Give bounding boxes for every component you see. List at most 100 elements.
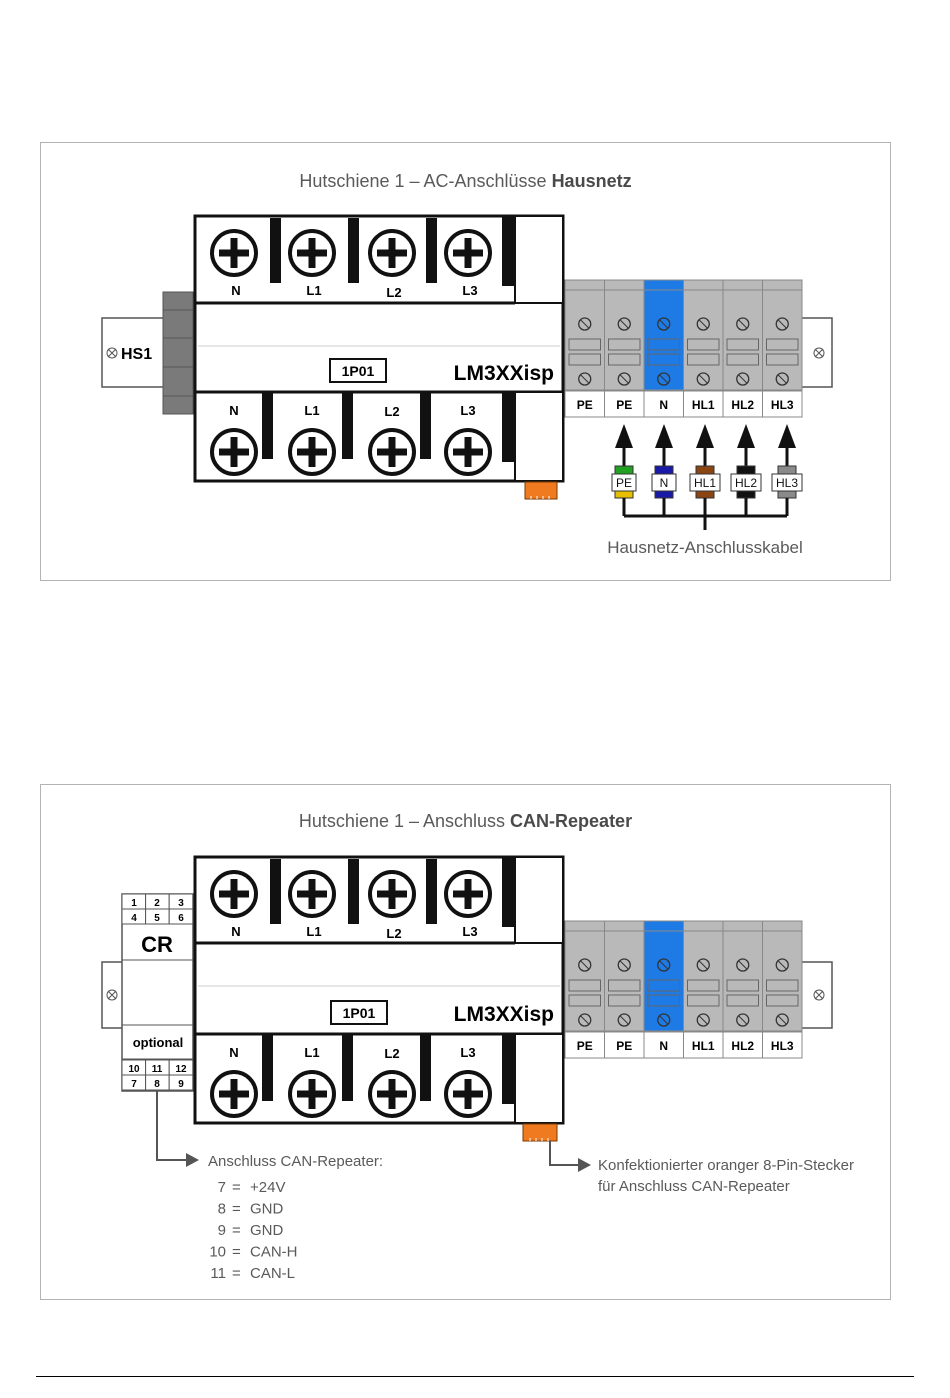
terminal-screw-icon	[210, 229, 258, 277]
din-rail-left: HS1	[101, 317, 165, 388]
top-terminal-row: N L1 L2 L3	[210, 218, 492, 300]
din-rail-right	[798, 961, 833, 1029]
terminal-label-top: L3	[462, 283, 477, 298]
cable-wire: N	[651, 424, 677, 516]
can-pin-row: 10=CAN-H	[209, 1244, 297, 1261]
terminal-label-top: L1	[306, 283, 321, 298]
plug-note-line2: für Anschluss CAN-Repeater	[598, 1178, 790, 1195]
terminal-block-label: N	[659, 398, 668, 412]
panel-title: Hutschiene 1 – Anschluss CAN-Repeater	[298, 811, 633, 831]
cr-pin: 3	[178, 898, 184, 909]
terminal-block-cell: PE	[564, 279, 605, 418]
terminal-label-top: L3	[462, 924, 477, 939]
terminal-block-label: PE	[616, 398, 632, 412]
terminal-block-cell: N	[643, 920, 684, 1059]
cr-optional: optional	[133, 1035, 184, 1050]
svg-text:7: 7	[218, 1179, 226, 1196]
cable-wire-label: PE	[616, 476, 632, 490]
terminal-block-label: HL2	[731, 1039, 754, 1053]
terminal-block-cell: N	[643, 279, 684, 418]
svg-text:=: =	[232, 1179, 241, 1196]
cr-pin: 11	[152, 1064, 163, 1075]
can-pin-row: 7 = +24V	[218, 1179, 286, 1196]
terminal-label-bottom: L3	[460, 1045, 475, 1060]
terminal-label-bottom: L1	[304, 403, 319, 418]
terminal-screw-icon	[368, 428, 416, 476]
orange-plug	[522, 1123, 558, 1142]
terminal-screw-icon	[210, 870, 258, 918]
terminal-block-cell: PE	[604, 920, 645, 1059]
terminal-block-cell: HL1	[683, 279, 724, 418]
terminal-label-bottom: L3	[460, 403, 475, 418]
terminal-block-label: PE	[577, 398, 593, 412]
terminal-block-label: HL1	[692, 1039, 715, 1053]
cable-wire-label: HL1	[694, 476, 716, 490]
terminal-label-bottom: L2	[384, 1046, 399, 1061]
cr-pin: 5	[154, 913, 160, 924]
terminal-screw-icon	[368, 870, 416, 918]
cr-pin: 2	[154, 898, 160, 909]
terminal-screw-icon	[210, 428, 258, 476]
terminal-block: PE PE N HL1 HL2 HL3	[564, 920, 803, 1059]
cr-pin: 12	[175, 1064, 187, 1075]
cr-pin: 1	[131, 898, 137, 909]
terminal-block-cell: HL3	[762, 920, 803, 1059]
module-code: 1P01	[343, 1005, 376, 1021]
svg-text:11: 11	[210, 1265, 226, 1282]
terminal-screw-icon	[288, 1070, 336, 1118]
terminal-label-top: N	[231, 283, 240, 298]
cr-pin: 9	[178, 1079, 184, 1090]
terminal-label-top: L2	[386, 285, 401, 300]
terminal-label-bottom: N	[229, 1045, 238, 1060]
can-heading: Anschluss CAN-Repeater:	[208, 1153, 383, 1170]
svg-text:GND: GND	[250, 1201, 284, 1218]
cable-wire: PE	[611, 424, 637, 516]
cable-wire-label: HL2	[735, 476, 757, 490]
cr-pin: 4	[131, 913, 137, 924]
terminal-block-cell: HL2	[722, 279, 763, 418]
terminal-screw-icon	[368, 1070, 416, 1118]
terminal-block-cell: PE	[564, 920, 605, 1059]
panel-title: Hutschiene 1 – AC-Anschlüsse Hausnetz	[299, 171, 632, 191]
terminal-screw-icon	[368, 229, 416, 277]
cr-label: CR	[141, 932, 173, 957]
terminal-screw-icon	[444, 1070, 492, 1118]
orange-plug	[524, 481, 558, 500]
cr-arrow	[156, 1090, 199, 1167]
terminal-label-top: L1	[306, 924, 321, 939]
top-terminal-row: N L1 L2 L3	[210, 859, 492, 941]
cable-wire-label: HL3	[776, 476, 798, 490]
svg-text:8: 8	[218, 1201, 226, 1218]
terminal-screw-icon	[288, 428, 336, 476]
terminal-screw-icon	[444, 870, 492, 918]
svg-text:CAN-L: CAN-L	[250, 1265, 295, 1282]
svg-text:+24V: +24V	[250, 1179, 285, 1196]
cable-wire: HL1	[689, 424, 721, 516]
rail-label: HS1	[121, 346, 152, 363]
terminal-screw-icon	[444, 428, 492, 476]
svg-text:10: 10	[209, 1244, 226, 1261]
end-bracket	[162, 291, 194, 415]
cr-pin: 7	[131, 1079, 137, 1090]
cr-pin: 8	[154, 1079, 160, 1090]
svg-text:=: =	[232, 1222, 241, 1239]
plug-arrow	[549, 1141, 591, 1172]
cable-wire: HL2	[730, 424, 762, 516]
can-pin-row: 11=CAN-L	[210, 1265, 295, 1282]
din-rail-right	[798, 317, 833, 388]
cable-wire: HL3	[771, 424, 803, 516]
module-code: 1P01	[342, 363, 375, 379]
house-cable: PE N HL1 HL2 HL3	[611, 424, 803, 530]
terminal-block-label: PE	[616, 1039, 632, 1053]
can-pin-row: 9=GND	[218, 1222, 284, 1239]
can-pin-row: 8=GND	[218, 1201, 284, 1218]
cr-pin: 10	[128, 1064, 140, 1075]
terminal-screw-icon	[444, 229, 492, 277]
terminal-label-top: L2	[386, 926, 401, 941]
terminal-label-top: N	[231, 924, 240, 939]
footer-divider	[36, 1376, 914, 1377]
